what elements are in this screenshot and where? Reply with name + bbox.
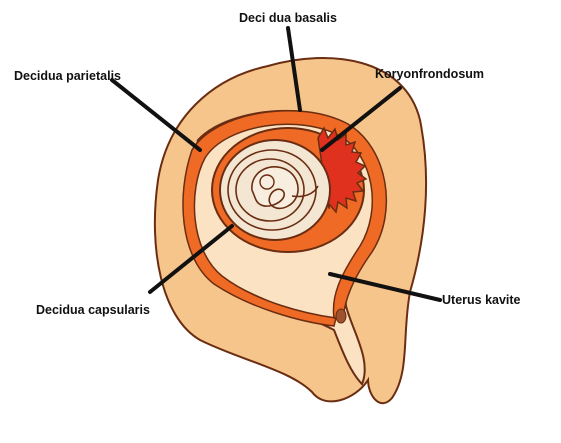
label-uterus-cavity: Uterus kavite — [442, 293, 521, 307]
label-decidua-capsularis: Decidua capsularis — [36, 303, 150, 317]
embryo — [252, 167, 298, 209]
label-koryon-frondosum: Koryonfrondosum — [375, 67, 484, 81]
embryo-head — [260, 175, 274, 189]
label-decidua-parietalis: Decidua parietalis — [14, 69, 121, 83]
label-decidua-basalis: Deci dua basalis — [239, 11, 337, 25]
cervical-plug — [336, 309, 346, 323]
